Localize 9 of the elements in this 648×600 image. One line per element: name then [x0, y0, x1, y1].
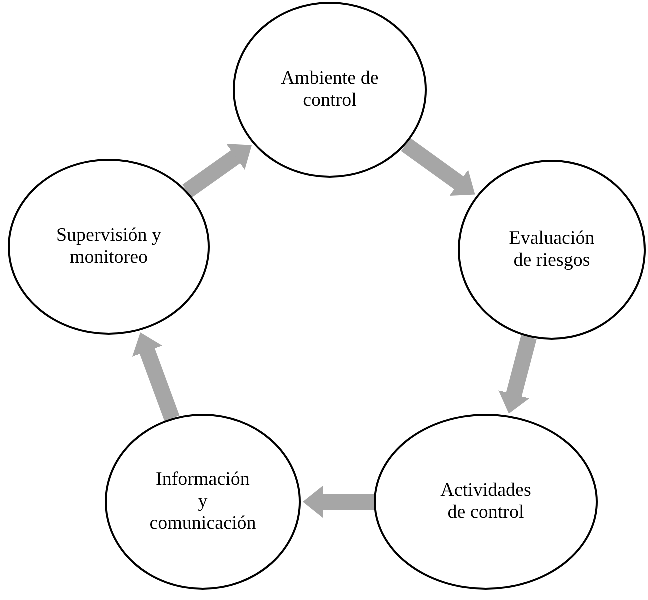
block-arrow [498, 335, 537, 414]
node-label: Actividades de control [440, 480, 532, 524]
node-label: Evaluación de riesgos [508, 228, 596, 272]
node-label: Información y comunicación [150, 469, 256, 535]
node-label: Supervisión y monitoreo [55, 225, 163, 269]
block-arrow [303, 486, 374, 518]
block-arrow [401, 138, 476, 196]
node-label: Ambiente de control [280, 68, 380, 112]
block-arrow [132, 332, 180, 422]
